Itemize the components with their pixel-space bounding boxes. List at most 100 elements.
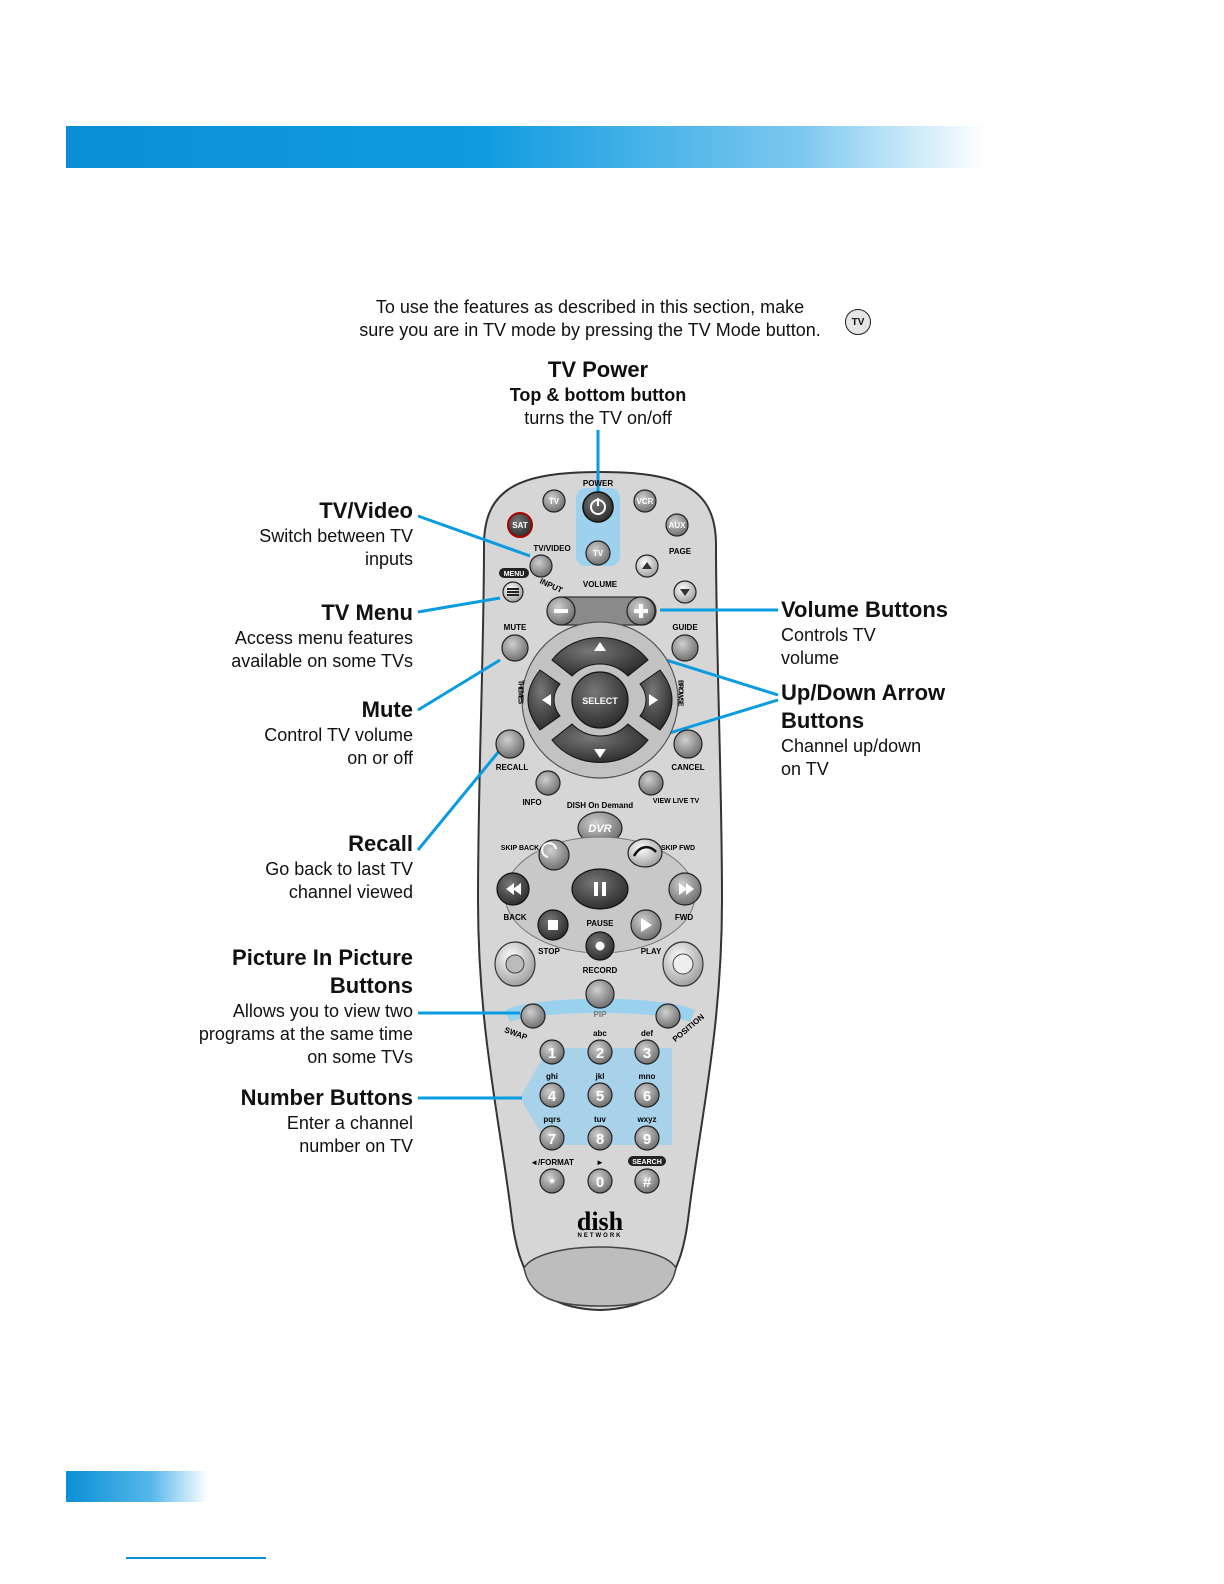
sat-label: SAT bbox=[512, 521, 528, 530]
tv-mode-label: TV bbox=[549, 497, 560, 506]
page-down-button[interactable] bbox=[673, 580, 697, 604]
key-hash-button[interactable]: # bbox=[634, 1168, 660, 1194]
select-button[interactable] bbox=[571, 671, 629, 729]
sat-button[interactable]: SAT bbox=[507, 512, 533, 538]
callout-desc: Switch between TV inputs bbox=[259, 526, 413, 569]
up-arrow-button[interactable] bbox=[551, 637, 649, 677]
cancel-button[interactable] bbox=[673, 729, 703, 759]
tv-video-button[interactable] bbox=[529, 554, 553, 578]
left-arrow-button[interactable] bbox=[527, 669, 561, 731]
power-button[interactable] bbox=[582, 491, 614, 523]
callout-title: Picture In Picture Buttons bbox=[232, 945, 413, 998]
callout-desc: Controls TV volume bbox=[781, 625, 876, 668]
pip-button[interactable] bbox=[585, 979, 615, 1009]
key-8-label: 8 bbox=[596, 1131, 604, 1148]
vcr-button[interactable]: VCR bbox=[633, 489, 657, 513]
callout-subtitle: Top & bottom button bbox=[509, 385, 687, 405]
swap-button[interactable] bbox=[520, 1003, 546, 1029]
page-up-button[interactable] bbox=[635, 554, 659, 578]
mute-button[interactable] bbox=[501, 634, 529, 662]
footer-bar bbox=[66, 1471, 208, 1502]
right-arrow-button[interactable] bbox=[639, 669, 673, 731]
tv-power-bottom-button[interactable]: TV bbox=[585, 540, 611, 566]
key-9-label: 9 bbox=[643, 1131, 651, 1148]
key-5-sub: jkl bbox=[595, 1072, 605, 1081]
back-button[interactable] bbox=[496, 872, 530, 906]
dish-network-logo: dish bbox=[577, 1207, 624, 1236]
dish-on-demand-label: DISH On Demand bbox=[567, 801, 633, 810]
skip-fwd-label: SKIP FWD bbox=[661, 845, 695, 852]
callout-title: TV Menu bbox=[321, 600, 413, 625]
volume-up-button[interactable] bbox=[626, 596, 656, 626]
intro-line-1: To use the features as described in this… bbox=[375, 297, 805, 317]
key-9-button[interactable]: 9 bbox=[634, 1125, 660, 1151]
remote-bottom-cap bbox=[523, 1246, 677, 1307]
key-2-label: 2 bbox=[596, 1045, 604, 1062]
callout-tv-menu: TV Menu Access menu features available o… bbox=[113, 599, 413, 673]
callout-title: TV/Video bbox=[319, 498, 413, 523]
skip-fwd-button[interactable] bbox=[627, 838, 663, 868]
position-button[interactable] bbox=[655, 1003, 681, 1029]
key-5-button[interactable]: 5 bbox=[587, 1082, 613, 1108]
play-label: PLAY bbox=[641, 947, 662, 956]
select-label: SELECT bbox=[582, 696, 618, 706]
aux-label: AUX bbox=[669, 521, 687, 530]
callout-mute: Mute Control TV volume on or off bbox=[113, 696, 413, 770]
down-arrow-button[interactable] bbox=[551, 723, 649, 763]
key-7-button[interactable]: 7 bbox=[539, 1125, 565, 1151]
pip-highlight bbox=[505, 998, 695, 1022]
callout-desc: Control TV volume on or off bbox=[264, 725, 413, 768]
callout-desc: Go back to last TV channel viewed bbox=[265, 859, 413, 902]
key-1-button[interactable]: 1 bbox=[539, 1039, 565, 1065]
callout-tv-video: TV/Video Switch between TV inputs bbox=[113, 497, 413, 571]
callout-pip: Picture In Picture Buttons Allows you to… bbox=[113, 944, 413, 1069]
header-bar bbox=[66, 126, 986, 168]
pause-button[interactable] bbox=[571, 868, 629, 910]
fwd-button[interactable] bbox=[668, 872, 702, 906]
volume-label: VOLUME bbox=[583, 580, 618, 589]
intro-text: To use the features as described in this… bbox=[330, 296, 850, 342]
info-button[interactable] bbox=[535, 770, 561, 796]
left-side-button[interactable] bbox=[494, 941, 536, 987]
intro-line-2: sure you are in TV mode by pressing the … bbox=[359, 320, 821, 340]
dish-button[interactable] bbox=[662, 941, 704, 987]
mute-label: MUTE bbox=[504, 623, 527, 632]
key-6-button[interactable]: 6 bbox=[634, 1082, 660, 1108]
key-star-button[interactable]: * bbox=[539, 1168, 565, 1194]
key-4-button[interactable]: 4 bbox=[539, 1082, 565, 1108]
key-8-button[interactable]: 8 bbox=[587, 1125, 613, 1151]
key-0-label: 0 bbox=[596, 1174, 604, 1191]
key-1-label: 1 bbox=[548, 1045, 556, 1062]
skip-back-button[interactable] bbox=[538, 839, 570, 871]
play-button[interactable] bbox=[630, 909, 662, 941]
keypad: 1 abc 2 def 3 ghi 4 jkl 5 mno 6 pqrs 7 t… bbox=[530, 1029, 666, 1194]
menu-button[interactable] bbox=[502, 581, 524, 603]
menu-badge bbox=[499, 568, 529, 578]
back-label: BACK bbox=[503, 913, 526, 922]
key-4-label: 4 bbox=[548, 1088, 557, 1105]
callout-up-down-arrows: Up/Down Arrow Buttons Channel up/down on… bbox=[781, 679, 1021, 781]
dish-network-logo-sub: NETWORK bbox=[578, 1233, 623, 1239]
aux-button[interactable]: AUX bbox=[665, 513, 689, 537]
key-2-button[interactable]: 2 bbox=[587, 1039, 613, 1065]
record-label: RECORD bbox=[583, 966, 618, 975]
tv-mode-button[interactable]: TV bbox=[542, 489, 566, 513]
key-3-button[interactable]: 3 bbox=[634, 1039, 660, 1065]
guide-button[interactable] bbox=[671, 634, 699, 662]
callout-desc: Access menu features available on some T… bbox=[231, 628, 413, 671]
stop-button[interactable] bbox=[537, 909, 569, 941]
vcr-label: VCR bbox=[637, 497, 654, 506]
recall-button[interactable] bbox=[495, 729, 525, 759]
callout-title: Volume Buttons bbox=[781, 597, 949, 622]
search-badge bbox=[628, 1156, 666, 1166]
cancel-label: CANCEL bbox=[671, 763, 704, 772]
view-live-tv-button[interactable] bbox=[638, 770, 664, 796]
tv-mode-button-icon: TV bbox=[845, 309, 871, 335]
callout-title: Number Buttons bbox=[240, 1085, 413, 1110]
volume-down-button[interactable] bbox=[546, 596, 576, 626]
key-0-button[interactable]: 0 bbox=[587, 1168, 613, 1194]
key-0-sub: ► bbox=[596, 1158, 604, 1167]
browse-label: BROWSE bbox=[677, 680, 684, 707]
dvr-button[interactable]: DVR bbox=[577, 811, 623, 845]
record-button[interactable] bbox=[585, 931, 615, 961]
